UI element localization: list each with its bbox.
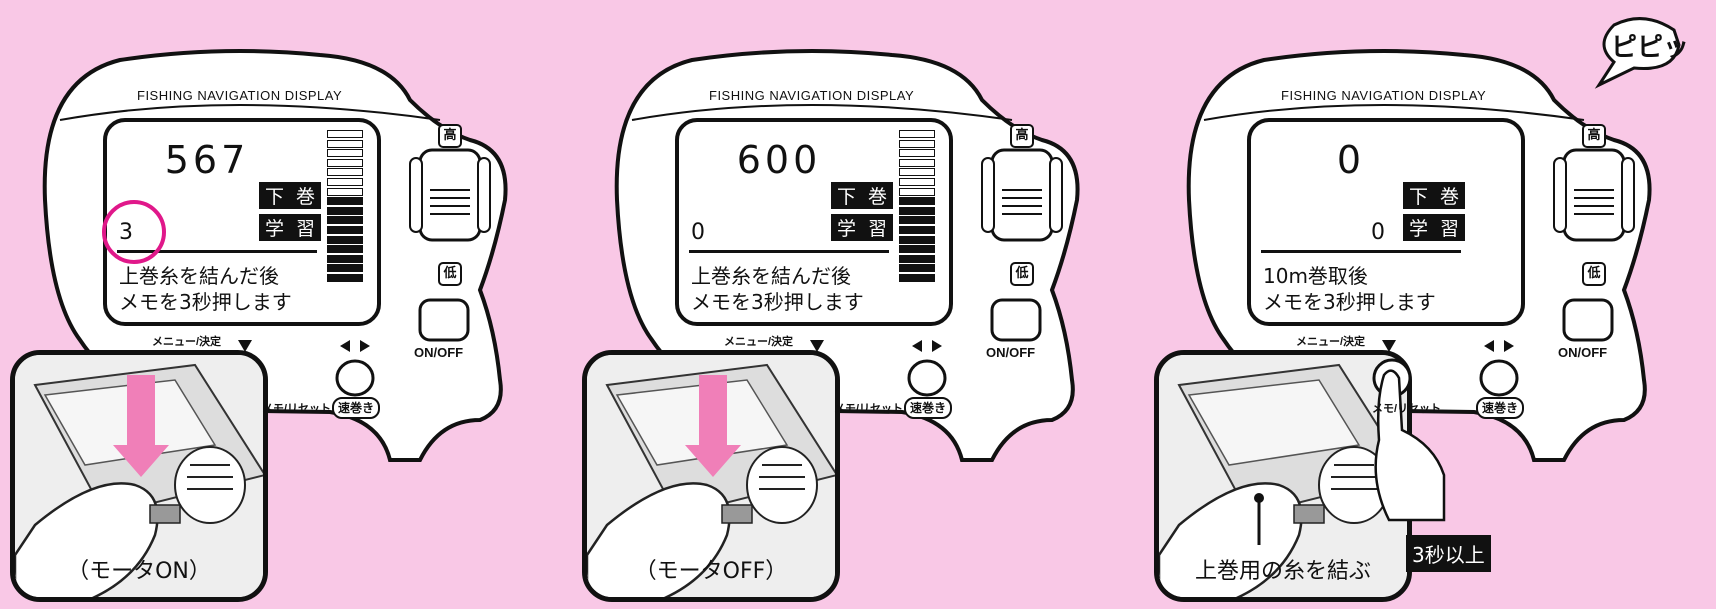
hand-illustration [587, 355, 835, 597]
meter-segment [327, 216, 363, 225]
meter-segment [327, 254, 363, 263]
low-label: 低 [1582, 262, 1606, 286]
meter-segment [327, 273, 363, 282]
sub-readout: 3 [119, 220, 133, 245]
hand-inset: （モータOFF） [582, 350, 840, 602]
meter-segment [899, 149, 935, 158]
meter-segment [327, 197, 363, 206]
arrow-shaft [699, 375, 727, 450]
fast-wind-label: 速巻き [332, 397, 381, 419]
memo-reset-label: メモ/リセット [834, 403, 904, 415]
lcd-screen: 600 下巻 学習 0 上巻糸を結んだ後 メモを3秒押します [675, 118, 953, 326]
hand-inset: 上巻用の糸を結ぶ [1154, 350, 1412, 602]
onoff-label: ON/OFF [986, 345, 1036, 360]
menu-label: メニュー/決定 [1296, 336, 1366, 348]
fast-wind-label: 速巻き [904, 397, 953, 419]
arrow-shaft [127, 375, 155, 450]
meter-segment [899, 130, 935, 138]
meter-segment [899, 273, 935, 282]
meter-segment [327, 206, 363, 215]
high-label: 高 [1010, 124, 1034, 148]
level-meter [327, 130, 365, 284]
inset-caption: 上巻用の糸を結ぶ [1194, 559, 1371, 584]
screen-divider [1261, 250, 1461, 253]
distance-readout: 0 [1336, 138, 1366, 182]
onoff-label: ON/OFF [1558, 345, 1608, 360]
reel-panel: FISHING NAVIGATION DISPLAY 567 下巻 学習 3 上… [0, 0, 572, 609]
meter-segment [899, 216, 935, 225]
message-line-2: メモを3秒押します [691, 290, 864, 314]
memo-button-overlay [1254, 17, 1681, 545]
brand-label: FISHING NAVIGATION DISPLAY [137, 88, 343, 103]
level-meter [899, 130, 937, 284]
fast-wind-label: 速巻き [1476, 397, 1525, 419]
meter-segment [899, 177, 935, 186]
meter-segment [327, 225, 363, 234]
sub-readout: 0 [1371, 220, 1385, 245]
memo-reset-label: メモ/リセット [262, 403, 332, 415]
menu-label: メニュー/決定 [152, 336, 222, 348]
mode-tag-top: 下巻 [259, 182, 321, 209]
meter-segment [899, 206, 935, 215]
brand-label: FISHING NAVIGATION DISPLAY [1281, 88, 1487, 103]
message-line-2: メモを3秒押します [1263, 290, 1436, 314]
meter-segment [899, 264, 935, 273]
meter-segment [327, 130, 363, 138]
inset-caption: （モータOFF） [634, 559, 788, 584]
lcd-screen: 0 下巻 学習 0 10m巻取後 メモを3秒押します [1247, 118, 1525, 326]
meter-segment [327, 264, 363, 273]
sub-readout: 0 [691, 220, 705, 245]
meter-segment [899, 245, 935, 254]
hand-illustration [15, 355, 263, 597]
meter-segment [899, 187, 935, 196]
mode-tag-top: 下巻 [1403, 182, 1465, 209]
screen-divider [117, 250, 317, 253]
hand-inset: （モータON） [10, 350, 268, 602]
meter-segment [327, 235, 363, 244]
lcd-screen: 567 下巻 学習 3 上巻糸を結んだ後 メモを3秒押します [103, 118, 381, 326]
meter-segment [899, 235, 935, 244]
meter-segment [899, 158, 935, 167]
low-label: 低 [1010, 262, 1034, 286]
mode-tag-top: 下巻 [831, 182, 893, 209]
hold-duration-badge: 3秒以上 [1406, 535, 1491, 572]
meter-segment [327, 245, 363, 254]
meter-segment [327, 187, 363, 196]
onoff-label: ON/OFF [414, 345, 464, 360]
meter-segment [899, 139, 935, 148]
reel-panel: FISHING NAVIGATION DISPLAY 600 下巻 学習 0 上… [572, 0, 1144, 609]
message-line-1: 上巻糸を結んだ後 [119, 264, 279, 288]
beep-bubble: ピピッ [1611, 33, 1690, 63]
low-label: 低 [438, 262, 462, 286]
high-label: 高 [438, 124, 462, 148]
message-line-1: 上巻糸を結んだ後 [691, 264, 851, 288]
memo-reset-label: メモ/リセット [1372, 403, 1442, 415]
distance-readout: 567 [164, 138, 250, 182]
arrow-head [113, 445, 169, 477]
distance-readout: 600 [736, 138, 822, 182]
hand-illustration [1159, 355, 1407, 597]
highlight-circle [102, 200, 166, 264]
arrow-head [685, 445, 741, 477]
mode-tag-bottom: 学習 [831, 214, 893, 241]
meter-segment [899, 197, 935, 206]
meter-segment [327, 158, 363, 167]
meter-segment [899, 254, 935, 263]
meter-segment [327, 177, 363, 186]
brand-label: FISHING NAVIGATION DISPLAY [709, 88, 915, 103]
meter-segment [899, 168, 935, 177]
mode-tag-bottom: 学習 [1403, 214, 1465, 241]
mode-tag-bottom: 学習 [259, 214, 321, 241]
message-line-2: メモを3秒押します [119, 290, 292, 314]
inset-caption: （モータON） [67, 559, 211, 584]
meter-segment [327, 139, 363, 148]
message-line-1: 10m巻取後 [1263, 264, 1368, 288]
menu-label: メニュー/決定 [724, 336, 794, 348]
meter-segment [327, 149, 363, 158]
screen-divider [689, 250, 889, 253]
meter-segment [899, 225, 935, 234]
high-label: 高 [1582, 124, 1606, 148]
meter-segment [327, 168, 363, 177]
reel-panel: FISHING NAVIGATION DISPLAY 0 下巻 学習 0 10m… [1144, 0, 1716, 609]
